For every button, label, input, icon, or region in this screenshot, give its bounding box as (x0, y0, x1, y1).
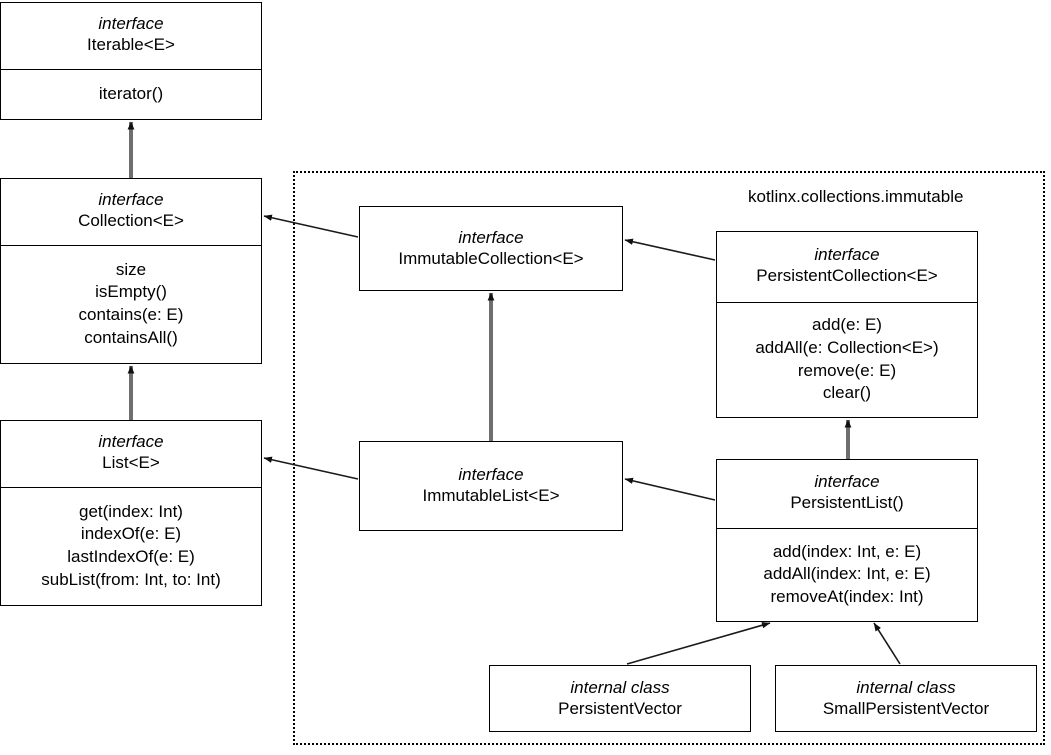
class-box-persistent-collection-members: add(e: E)addAll(e: Collection<E>) remove(… (717, 303, 977, 417)
class-box-small-persistent-vector-classname: SmallPersistentVector (822, 698, 990, 718)
class-box-iterable-members: iterator() (1, 70, 261, 119)
class-box-list-members: get(index: Int) indexOf(e: E) lastIndexOf(… (1, 488, 261, 605)
class-box-list-member: subList(from: Int, to: Int) (41, 569, 221, 589)
class-box-collection-divider (1, 245, 261, 246)
class-box-list-member: indexOf(e: E) (80, 524, 182, 544)
class-box-collection-classname: Collection<E> (78, 211, 184, 230)
class-box-iterable-divider (1, 69, 261, 70)
class-box-collection-member: contains(e: E) (78, 305, 184, 324)
class-box-collection-stereotype: interface (98, 190, 164, 210)
class-box-list-divider (1, 487, 261, 488)
class-box-immutable-collection-classname: ImmutableCollection<E> (398, 248, 584, 268)
class-box-iterable-member: iterator() (98, 83, 164, 103)
class-box-immutable-list-classname: ImmutableList<E> (422, 486, 560, 505)
class-box-persistent-collection-stereotype: interface (814, 245, 880, 265)
class-box-list-member: get(index: Int) (79, 501, 183, 521)
class-box-iterable-stereotype: interface (98, 14, 164, 34)
class-box-list-stereotype: interface (98, 432, 164, 452)
class-box-persistent-list-stereotype: interface (814, 472, 880, 492)
class-box-persistent-list-member: add(index: Int, e: E) (772, 541, 922, 561)
class-box-persistent-list-member: removeAt(index: Int) (770, 586, 924, 606)
class-box-persistent-collection-divider (717, 302, 977, 303)
class-box-persistent-collection-member: add(e: E) (812, 315, 882, 335)
class-box-persistent-list-divider (717, 528, 977, 529)
class-box-list-classname: List<E> (102, 453, 160, 472)
class-box-collection-members: size isEmpty() contains(e: E) containsAll() (1, 246, 261, 363)
class-box-persistent-list-classname: PersistentList() (790, 493, 904, 512)
class-box-persistent-collection-member: clear() (822, 383, 872, 403)
class-box-list-member: lastIndexOf(e: E) (67, 547, 195, 566)
class-box-collection-member: size (115, 259, 147, 279)
class-box-collection-member: containsAll() (84, 327, 178, 347)
class-box-iterable-classname: Iterable<E> (87, 35, 175, 54)
class-box-persistent-collection-member: addAll(e: Collection<E>) (755, 337, 939, 357)
class-box-persistent-collection-member: remove(e: E) (797, 360, 897, 380)
class-box-immutable-list-stereotype: interface (458, 465, 524, 485)
class-box-persistent-vector-classname: PersistentVector (558, 698, 682, 718)
class-box-small-persistent-vector-stereotype: internal class (856, 677, 956, 697)
class-box-persistent-list-member: addAll(index: Int, e: E) (763, 564, 931, 584)
class-box-persistent-collection-classname: PersistentCollection<E> (756, 266, 938, 285)
class-box-persistent-list-members: add(index: Int, e: E) addAll(index: Int, … (717, 529, 977, 621)
package-label: kotlinx.collections.immutable (748, 187, 964, 206)
class-box-persistent-vector-stereotype: internal class (570, 677, 670, 697)
class-box-immutable-collection-stereotype: interface (458, 227, 524, 247)
class-box-collection-member: isEmpty() (95, 282, 167, 302)
